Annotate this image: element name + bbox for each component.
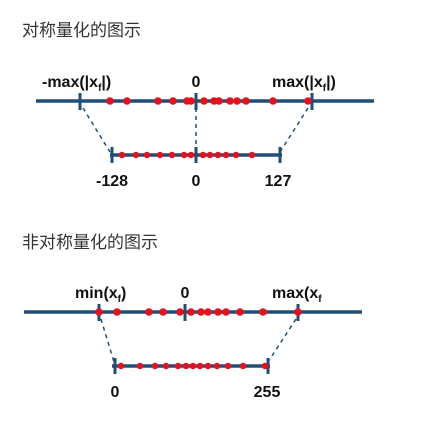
data-point bbox=[224, 362, 232, 370]
sym-map-right bbox=[279, 107, 309, 153]
data-point bbox=[189, 362, 197, 370]
sym-bottom-zero-label: 0 bbox=[192, 173, 201, 190]
data-point bbox=[168, 151, 176, 159]
asymmetric-diagram: min(xf) 0 max(xf bbox=[24, 285, 362, 401]
sym-top-points bbox=[106, 97, 312, 105]
asym-top-left-label: min(xf) bbox=[75, 285, 126, 305]
data-point bbox=[106, 97, 114, 105]
data-point bbox=[259, 308, 267, 316]
asym-map-right bbox=[267, 318, 297, 363]
data-point bbox=[136, 362, 144, 370]
data-point bbox=[248, 151, 256, 159]
data-point bbox=[222, 308, 230, 316]
data-point bbox=[222, 151, 230, 159]
data-point bbox=[204, 362, 212, 370]
data-point bbox=[239, 362, 247, 370]
data-point bbox=[159, 308, 167, 316]
data-point bbox=[156, 151, 164, 159]
data-point bbox=[214, 308, 222, 316]
data-point bbox=[232, 151, 240, 159]
data-point bbox=[233, 97, 241, 105]
data-point bbox=[132, 151, 140, 159]
data-point bbox=[242, 97, 250, 105]
sym-bottom-right-label: 127 bbox=[265, 173, 292, 190]
data-point bbox=[151, 362, 159, 370]
data-point bbox=[182, 362, 190, 370]
asym-bottom-right-label: 255 bbox=[254, 384, 281, 401]
asym-bottom-points bbox=[117, 362, 269, 370]
data-point bbox=[187, 151, 195, 159]
data-point bbox=[304, 97, 312, 105]
data-point bbox=[123, 97, 131, 105]
data-point bbox=[169, 97, 177, 105]
symmetric-title: 对称量化的图示 bbox=[22, 21, 141, 41]
data-point bbox=[261, 362, 269, 370]
sym-map-left bbox=[82, 107, 111, 153]
data-point bbox=[180, 151, 188, 159]
data-point bbox=[215, 97, 223, 105]
data-point bbox=[154, 97, 162, 105]
asym-top-zero-label: 0 bbox=[181, 285, 190, 302]
asym-bottom-left-label: 0 bbox=[111, 384, 120, 401]
data-point bbox=[143, 151, 151, 159]
data-point bbox=[204, 308, 212, 316]
data-point bbox=[187, 97, 195, 105]
data-point bbox=[294, 308, 302, 316]
sym-top-left-label: -max(|xf|) bbox=[42, 74, 111, 94]
asymmetric-title: 非对称量化的图示 bbox=[22, 233, 158, 253]
asym-top-right-label: max(xf bbox=[272, 285, 322, 305]
data-point bbox=[174, 362, 182, 370]
data-point bbox=[187, 308, 195, 316]
data-point bbox=[197, 308, 205, 316]
asym-top-points bbox=[95, 308, 302, 316]
data-point bbox=[200, 97, 208, 105]
sym-bottom-points bbox=[118, 151, 256, 159]
sym-top-zero-label: 0 bbox=[192, 74, 201, 91]
data-point bbox=[162, 362, 170, 370]
data-point bbox=[214, 151, 222, 159]
symmetric-diagram: -max(|xf|) 0 max(|xf|) bbox=[36, 74, 374, 190]
data-point bbox=[196, 362, 204, 370]
asym-map-left bbox=[100, 318, 115, 363]
data-point bbox=[118, 151, 126, 159]
data-point bbox=[176, 308, 184, 316]
data-point bbox=[117, 362, 125, 370]
data-point bbox=[236, 308, 244, 316]
sym-bottom-left-label: -128 bbox=[96, 173, 128, 190]
data-point bbox=[269, 97, 277, 105]
data-point bbox=[199, 151, 207, 159]
data-point bbox=[226, 97, 234, 105]
data-point bbox=[95, 308, 103, 316]
data-point bbox=[145, 308, 153, 316]
data-point bbox=[213, 362, 221, 370]
sym-top-right-label: max(|xf|) bbox=[272, 74, 336, 94]
data-point bbox=[113, 308, 121, 316]
data-point bbox=[206, 151, 214, 159]
